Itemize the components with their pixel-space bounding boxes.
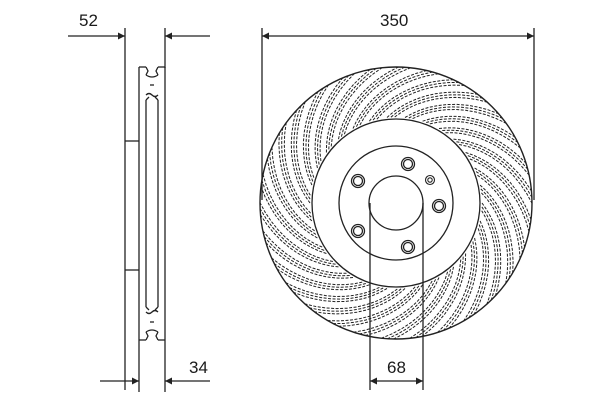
dimension-68 xyxy=(369,203,424,390)
dimension-350-label: 350 xyxy=(380,11,409,30)
vane-pattern xyxy=(260,67,533,339)
dimension-68-label: 68 xyxy=(387,358,406,377)
side-view xyxy=(124,28,166,392)
locating-hole xyxy=(424,174,436,186)
dimension-34-label: 34 xyxy=(189,358,208,377)
dimension-52-label: 52 xyxy=(79,11,98,30)
center-bore xyxy=(368,175,424,231)
front-view xyxy=(259,66,533,340)
dimension-350 xyxy=(261,28,535,200)
bolt-holes xyxy=(350,156,447,255)
